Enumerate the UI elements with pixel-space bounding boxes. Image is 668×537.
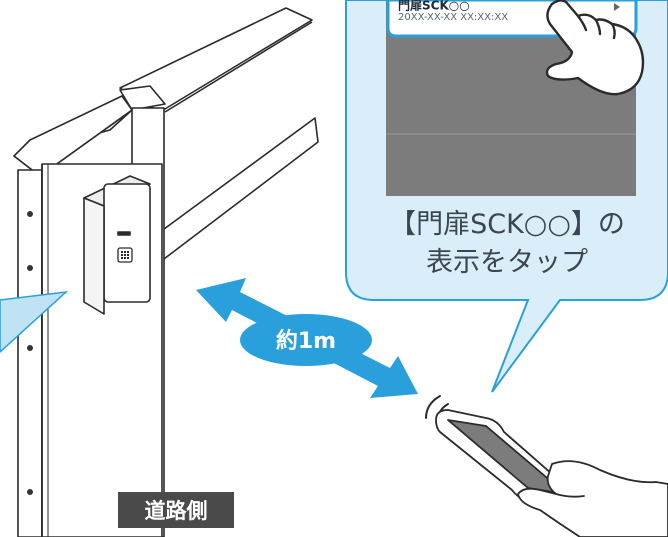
- distance-badge: 約1m: [240, 314, 372, 366]
- road-side-label: 道路側: [145, 499, 208, 523]
- caption-line-2: 表示をタップ: [426, 247, 588, 278]
- distance-label: 約1m: [276, 328, 336, 354]
- road-side-badge: 道路側: [118, 492, 234, 528]
- gate-structure: [13, 7, 319, 537]
- reader-pointer: [0, 290, 69, 354]
- hand-holding-phone: [517, 460, 668, 537]
- smart-lock-reader: [83, 175, 151, 315]
- caption-line-1: 【門扉SCK○○】の: [389, 209, 625, 240]
- app-list-row-title: 門扉SCK○○: [398, 0, 470, 13]
- app-list-row-timestamp: 20XX-XX-XX XX:XX:XX: [398, 12, 508, 23]
- post-screws: [27, 211, 33, 495]
- chevron-right-icon: [614, 3, 620, 11]
- speech-bubble: 門扉SCK○○ 20XX-XX-XX XX:XX:XX: [345, 0, 668, 393]
- pointing-hand-icon: [545, 0, 645, 96]
